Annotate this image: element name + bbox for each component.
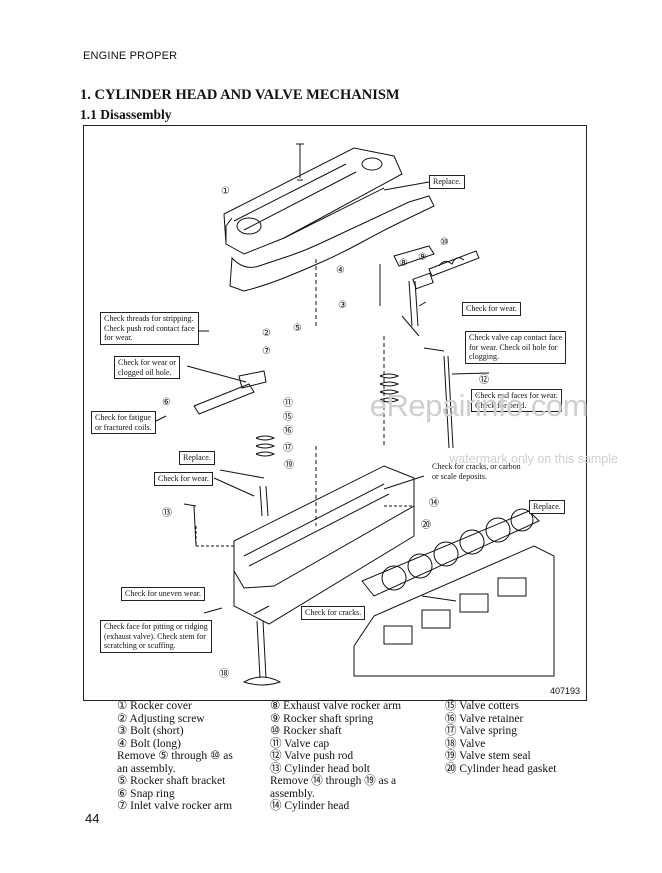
- page-number: 44: [85, 811, 100, 826]
- head-gasket-drawing: [361, 510, 540, 597]
- callout-check-end-faces: Check end faces for wear.Check for bend.: [471, 389, 562, 412]
- marker-7: ⑦: [262, 346, 271, 357]
- legend-item: an assembly.: [117, 762, 176, 775]
- legend-column-1: ① Rocker cover ② Adjusting screw ③ Bolt …: [117, 700, 233, 813]
- legend-item: ⑬ Cylinder head bolt: [270, 762, 370, 775]
- legend-item: ⑤ Rocker shaft bracket: [117, 775, 226, 787]
- legend-item: ⑪ Valve cap: [270, 737, 330, 750]
- legend-item: ⑩ Rocker shaft: [270, 725, 342, 737]
- engine-block-drawing: [353, 545, 555, 677]
- legend-item: ⑨ Rocker shaft spring: [270, 712, 374, 725]
- marker-6: ⑥: [162, 397, 171, 408]
- marker-19: ⑲: [284, 459, 294, 471]
- legend-item: Remove ⑤ through ⑩ as: [117, 750, 233, 762]
- legend-item: ⑲ Valve stem seal: [445, 750, 531, 762]
- marker-9: ⑨: [418, 252, 427, 263]
- legend-item: ⑦ Inlet valve rocker arm: [117, 800, 233, 812]
- running-header: ENGINE PROPER: [83, 50, 178, 62]
- marker-20: ⑳: [421, 519, 431, 531]
- callout-check-uneven-wear: Check for uneven wear.: [121, 587, 205, 601]
- watermark-site: eRepairinfo.com: [369, 388, 589, 423]
- cover-gasket-drawing: [229, 195, 435, 292]
- legend-item: ⑫ Valve push rod: [270, 750, 354, 762]
- legend-item: ⑥ Snap ring: [117, 787, 175, 800]
- callout-check-pitting: Check face for pitting or ridging(exhaus…: [100, 620, 212, 653]
- legend-column-3: ⑮ Valve cotters ⑯ Valve retainer ⑰ Valve…: [445, 700, 556, 775]
- marker-15: ⑮: [283, 411, 293, 423]
- marker-17: ⑰: [283, 442, 293, 454]
- marker-14: ⑭: [429, 497, 439, 509]
- marker-1: ①: [221, 186, 230, 197]
- marker-11: ⑪: [283, 397, 293, 409]
- marker-2: ②: [262, 328, 271, 339]
- marker-10: ⑩: [440, 237, 449, 248]
- legend-item: ⑱ Valve: [445, 737, 486, 750]
- legend-item: ⑧ Exhaust valve rocker arm: [270, 700, 402, 712]
- figure-number: 407193: [549, 686, 580, 696]
- legend-item: ⑭ Cylinder head: [270, 800, 350, 812]
- callout-replace-seal: Replace.: [179, 451, 215, 465]
- legend-item: assembly.: [270, 787, 315, 800]
- exploded-view-figure: ① ② ③ ④ ⑤ ⑥ ⑦ ⑧ ⑨ ⑩ ⑪ ⑫ ⑬ ⑭ ⑮ ⑯ ⑰ ⑱ ⑲ ⑳ …: [83, 125, 618, 701]
- callout-replace-head-gasket: Replace.: [529, 500, 565, 514]
- callout-check-threads: Check threads for stripping.Check push r…: [100, 312, 199, 345]
- marker-3: ③: [338, 300, 347, 311]
- subsection-title: 1.1 Disassembly: [80, 107, 172, 122]
- marker-5: ⑤: [293, 323, 302, 334]
- legend-item: ① Rocker cover: [117, 700, 192, 712]
- legend-item: ⑮ Valve cotters: [445, 700, 519, 712]
- valve-drawing: [256, 620, 267, 679]
- callout-check-cracks: Check for cracks.: [301, 606, 366, 620]
- watermark-note: watermark only on this sample: [449, 452, 618, 466]
- legend-item: ⑰ Valve spring: [445, 725, 517, 737]
- legend-column-2: ⑧ Exhaust valve rocker arm ⑨ Rocker shaf…: [270, 700, 401, 813]
- callout-check-wear-shaft: Check for wear.: [462, 302, 521, 316]
- legend-item: ② Adjusting screw: [117, 712, 205, 725]
- exploded-diagram: ① ② ③ ④ ⑤ ⑥ ⑦ ⑧ ⑨ ⑩ ⑪ ⑫ ⑬ ⑭ ⑮ ⑯ ⑰ ⑱ ⑲ ⑳: [155, 143, 555, 686]
- rocker-cover-drawing: [223, 147, 403, 255]
- legend-item: ⑯ Valve retainer: [445, 712, 524, 725]
- legend-item: ⑳ Cylinder head gasket: [445, 762, 557, 775]
- callout-check-wear-valve: Check for wear.: [154, 472, 213, 486]
- marker-4: ④: [336, 265, 345, 276]
- callout-replace-cover-gasket: Replace.: [429, 175, 465, 189]
- cylinder-head-drawing: [233, 465, 415, 589]
- marker-12: ⑫: [479, 374, 489, 386]
- marker-8: ⑧: [399, 258, 408, 269]
- legend-item: ④ Bolt (long): [117, 737, 181, 750]
- marker-16: ⑯: [283, 425, 293, 437]
- marker-13: ⑬: [162, 507, 172, 519]
- legend-item: ③ Bolt (short): [117, 725, 184, 737]
- section-title: 1. CYLINDER HEAD AND VALVE MECHANISM: [80, 87, 400, 103]
- legend-item: Remove ⑭ through ⑲ as a: [270, 775, 397, 787]
- marker-18: ⑱: [219, 668, 229, 680]
